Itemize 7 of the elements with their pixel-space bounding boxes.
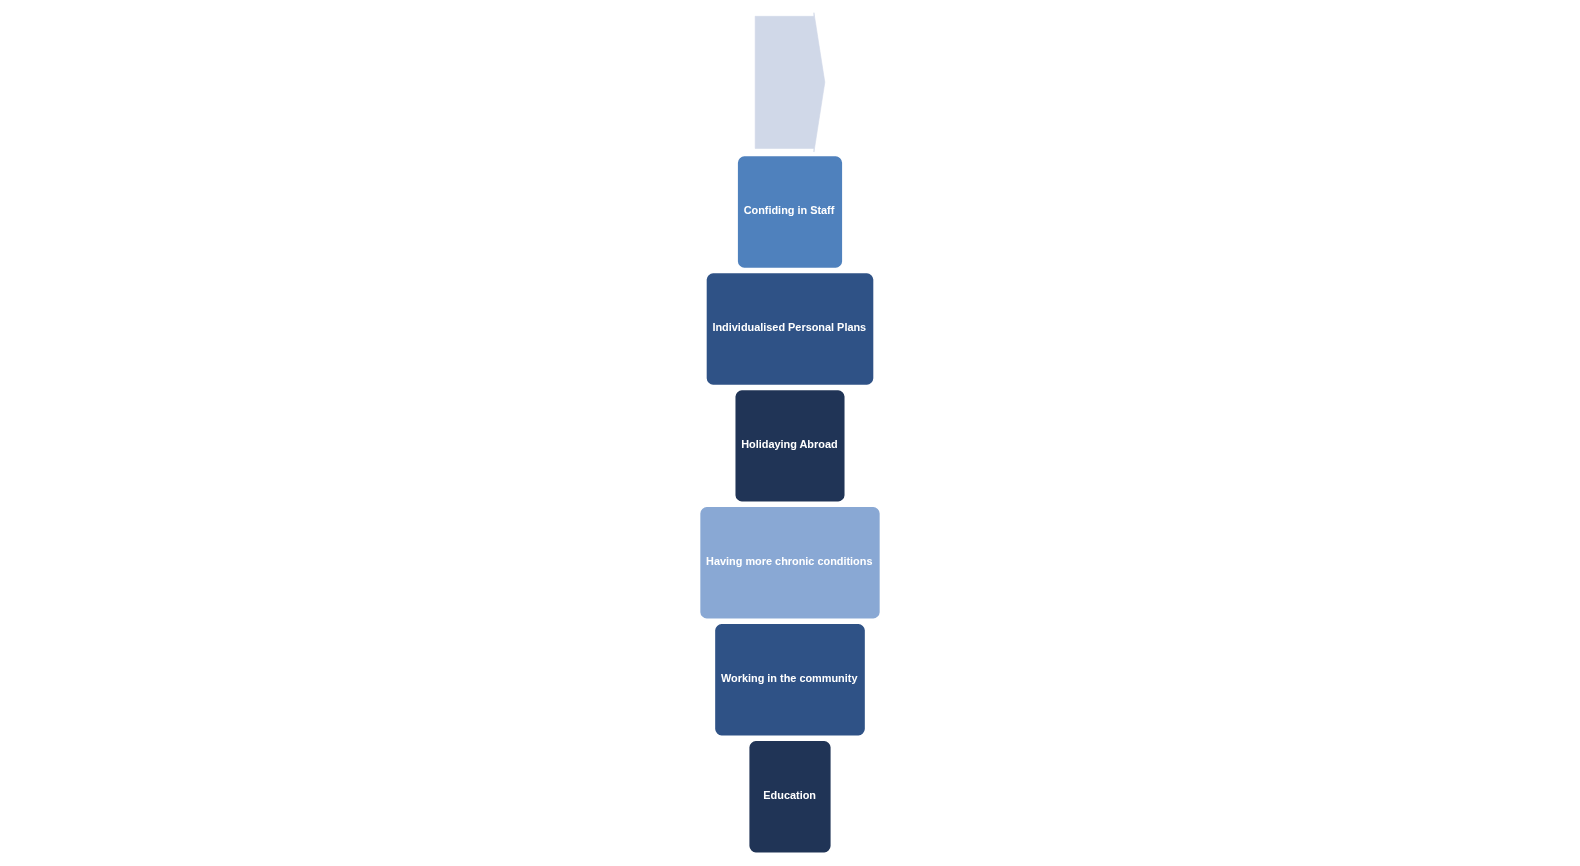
node-box: Working in the community [713,622,867,738]
node-box: Education [747,739,833,855]
node-box: Confiding in Staff [736,154,844,270]
node-box: Holidaying Abroad [733,388,847,504]
node-box: Having more chronic conditions [698,505,882,621]
node-arrow [754,12,826,153]
node-box: Individualised Personal Plans [704,271,876,387]
